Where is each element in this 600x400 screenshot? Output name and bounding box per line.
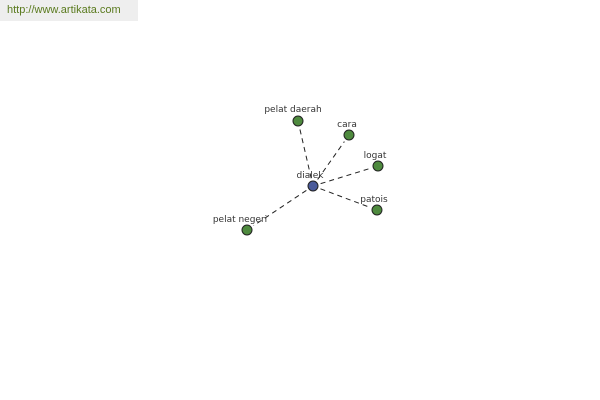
edge-dialek-logat [320, 167, 371, 185]
graph-nodes [241, 115, 384, 236]
edge-dialek-cara [317, 141, 345, 180]
node-dialek[interactable] [307, 180, 319, 192]
node-logat[interactable] [372, 160, 384, 172]
node-label-cara: cara [337, 120, 357, 130]
node-patois[interactable] [371, 204, 383, 216]
site-url-link[interactable]: http://www.artikata.com [0, 0, 138, 21]
node-pelat-negeri[interactable] [241, 224, 253, 236]
graph-labels: dialek pelat daerah cara logat patois pe… [213, 105, 388, 225]
node-label-pelat-negeri: pelat negeri [213, 215, 267, 225]
node-pelat-daerah[interactable] [292, 115, 304, 127]
node-label-dialek: dialek [297, 171, 325, 181]
node-label-patois: patois [360, 195, 388, 205]
graph-edges [253, 128, 371, 226]
node-cara[interactable] [343, 129, 355, 141]
edge-dialek-pelat-negeri [253, 190, 307, 226]
node-label-logat: logat [364, 151, 387, 161]
node-label-pelat-daerah: pelat daerah [264, 105, 321, 115]
